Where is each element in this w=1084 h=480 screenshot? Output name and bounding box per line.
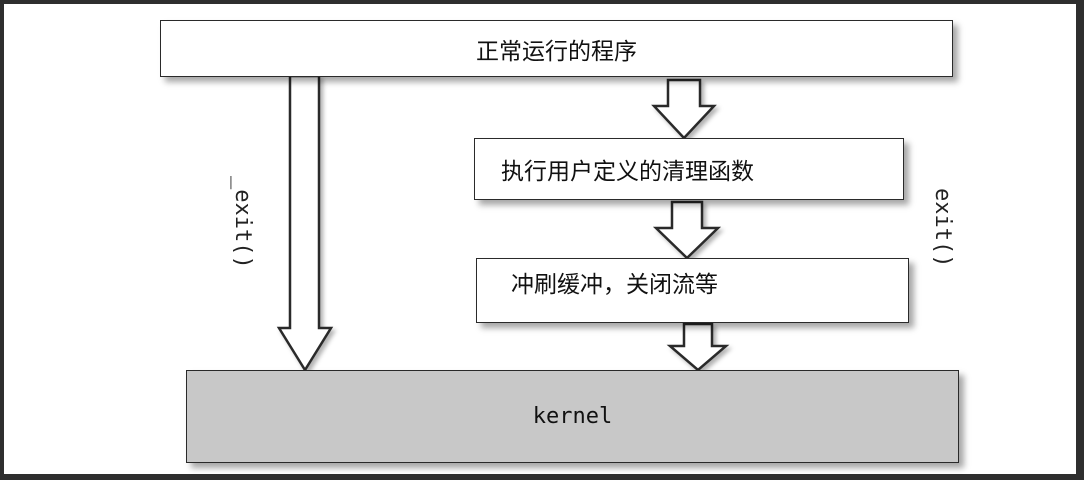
underscore-exit-label: _exit() — [230, 176, 255, 269]
cleanup-functions-box: 执行用户定义的清理函数 — [474, 138, 904, 200]
arrow-program-to-cleanup — [651, 78, 717, 140]
arrow-flush-to-kernel — [666, 322, 730, 372]
flush-buffers-box: 冲刷缓冲，关闭流等 — [476, 258, 909, 323]
exit-label: exit() — [930, 188, 955, 268]
kernel-box: kernel — [186, 370, 959, 463]
exit-direct-arrow — [276, 74, 334, 373]
flush-buffers-label: 冲刷缓冲，关闭流等 — [511, 272, 718, 298]
normal-program-box: 正常运行的程序 — [160, 20, 953, 77]
cleanup-functions-label: 执行用户定义的清理函数 — [501, 159, 754, 185]
normal-program-label: 正常运行的程序 — [476, 38, 637, 65]
arrow-cleanup-to-flush — [652, 200, 722, 260]
kernel-label: kernel — [532, 404, 613, 429]
